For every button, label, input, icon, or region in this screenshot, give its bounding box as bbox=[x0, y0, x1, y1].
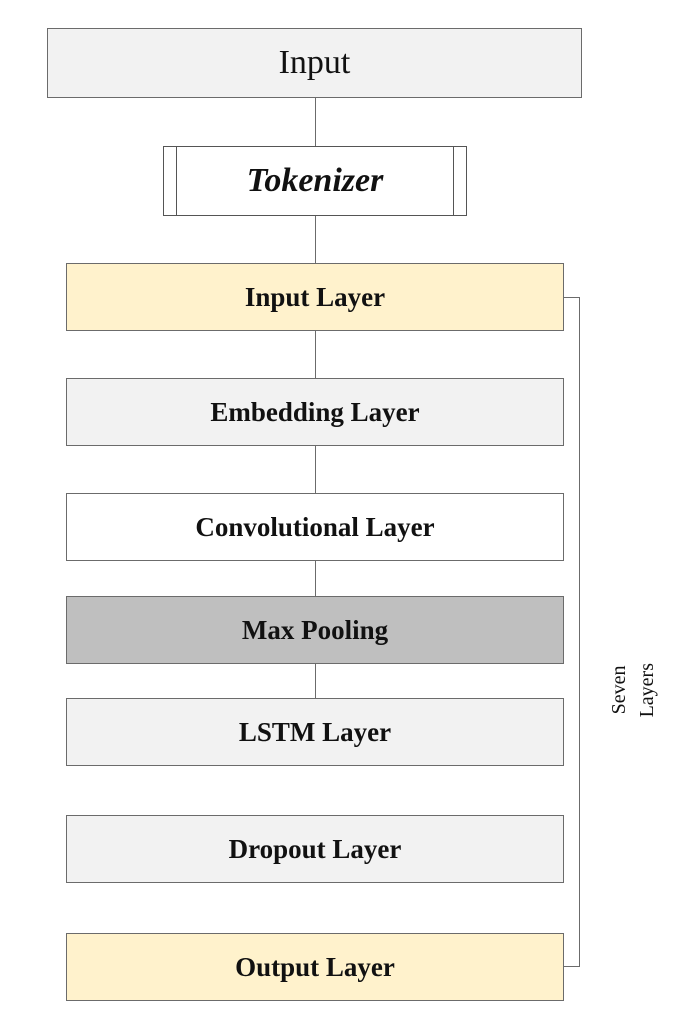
seven-layers-annotation: Seven Layers bbox=[583, 657, 683, 723]
lstm-layer-label: LSTM Layer bbox=[238, 716, 392, 747]
connector-input-tokenizer bbox=[315, 98, 316, 146]
embedding-layer-label: Embedding Layer bbox=[210, 396, 420, 427]
convolutional-layer-box: Convolutional Layer bbox=[66, 493, 564, 561]
output-layer-box: Output Layer bbox=[66, 933, 564, 1001]
input-label: Input bbox=[278, 44, 351, 81]
embedding-layer-box: Embedding Layer bbox=[66, 378, 564, 446]
seven-layers-bracket bbox=[564, 297, 580, 967]
dropout-layer-label: Dropout Layer bbox=[228, 833, 402, 864]
convolutional-layer-label: Convolutional Layer bbox=[195, 511, 435, 542]
connector-input-layer-embedding bbox=[315, 331, 316, 379]
tokenizer-right-bar bbox=[453, 147, 454, 215]
connector-embedding-convolutional bbox=[315, 446, 316, 494]
connector-tokenizer-input-layer bbox=[315, 216, 316, 264]
tokenizer-label: Tokenizer bbox=[246, 162, 384, 199]
tokenizer-left-bar bbox=[176, 147, 177, 215]
connector-convolutional-max-pooling bbox=[315, 561, 316, 597]
connector-max-pooling-lstm bbox=[315, 663, 316, 698]
input-layer-box: Input Layer bbox=[66, 263, 564, 331]
seven-layers-label: Seven Layers bbox=[608, 662, 658, 718]
output-layer-label: Output Layer bbox=[235, 951, 395, 982]
input-layer-label: Input Layer bbox=[244, 281, 386, 312]
lstm-layer-box: LSTM Layer bbox=[66, 698, 564, 766]
max-pooling-box: Max Pooling bbox=[66, 596, 564, 664]
dropout-layer-box: Dropout Layer bbox=[66, 815, 564, 883]
max-pooling-label: Max Pooling bbox=[241, 614, 389, 645]
input-box: Input bbox=[47, 28, 582, 98]
tokenizer-box: Tokenizer bbox=[163, 146, 467, 216]
